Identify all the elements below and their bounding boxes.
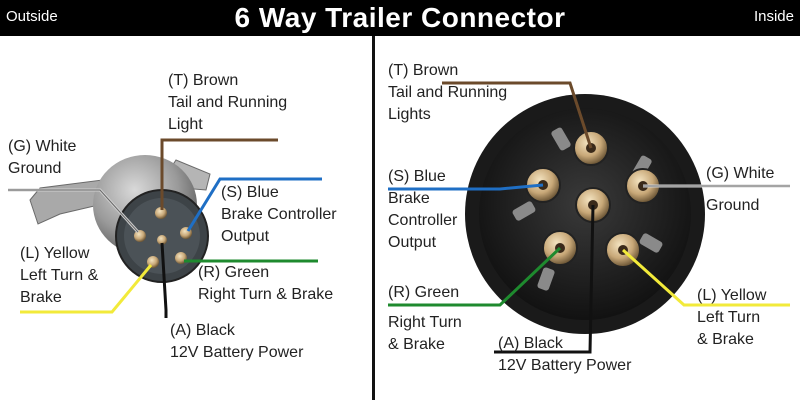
plug-pin-a (157, 235, 167, 245)
label-line: (G) White (706, 165, 775, 182)
outside-label: Outside (6, 8, 58, 25)
label-line: 12V Battery Power (170, 344, 304, 361)
label-line: (L) Yellow (20, 245, 90, 262)
label-line: Left Turn (697, 309, 761, 326)
label-line: 12V Battery Power (498, 357, 632, 374)
inside-label-green: (R) Green Right Turn & Brake (388, 282, 462, 356)
label-line: Ground (706, 197, 760, 214)
label-line: Left Turn & (20, 267, 99, 284)
label-line: (A) Black (498, 335, 563, 352)
socket-screw (639, 233, 663, 253)
diagram-title: 6 Way Trailer Connector (234, 2, 566, 33)
outside-label-brown: (T) Brown Tail and Running Light (168, 70, 287, 136)
outside-label-black: (A) Black 12V Battery Power (170, 320, 303, 364)
inside-wire-blue (388, 183, 544, 191)
label-line: Right Turn (388, 314, 462, 331)
socket-screw (537, 267, 555, 291)
label-line: Lights (388, 106, 431, 123)
outside-wire-blue (186, 177, 322, 232)
inside-wire-yellow (621, 248, 790, 307)
outside-wire-white-edge (8, 189, 139, 233)
label-line: (R) Green (198, 264, 270, 281)
label-line: (L) Yellow (697, 287, 767, 304)
inside-label: Inside (753, 8, 794, 25)
outside-label-yellow: (L) Yellow Left Turn & Brake (20, 243, 98, 309)
inside-wire-black (494, 204, 595, 354)
plug-pin-t (155, 207, 167, 219)
outside-wire-yellow (20, 264, 153, 314)
label-line: Brake Controller (221, 206, 337, 223)
label-line: (S) Blue (388, 168, 446, 185)
label-line: Light (168, 116, 203, 133)
inside-label-blue: (S) Blue Brake Controller Output (388, 166, 457, 254)
outside-label-green: (R) Green Right Turn & Brake (198, 262, 333, 306)
outside-label-blue: (S) Blue Brake Controller Output (221, 182, 337, 248)
label-line: Output (388, 234, 437, 251)
label-line: Brake (388, 190, 430, 207)
label-line: Output (221, 228, 270, 245)
label-line: & Brake (697, 331, 754, 348)
label-line: Tail and Running (388, 84, 508, 101)
inside-socket (465, 94, 705, 334)
label-line: (G) White (8, 138, 77, 155)
label-line: (R) Green (388, 284, 460, 301)
inside-label-black: (A) Black 12V Battery Power (498, 333, 631, 377)
outside-wire-black (160, 242, 168, 318)
label-line: Tail and Running (168, 94, 288, 111)
inside-wire-green (388, 246, 562, 307)
inside-label-brown: (T) Brown Tail and Running Lights (388, 60, 507, 126)
label-line: Brake (20, 289, 62, 306)
inside-label-yellow: (L) Yellow Left Turn & Brake (697, 285, 766, 351)
label-line: Right Turn & Brake (198, 286, 334, 303)
plug-pin-g (134, 230, 146, 242)
socket-screw (551, 127, 571, 151)
inside-wire-brown (442, 81, 593, 149)
socket-screw (512, 201, 536, 221)
label-line: Ground (8, 160, 62, 177)
label-line: (T) Brown (168, 72, 239, 89)
inside-label-white: (G) White Ground (706, 163, 774, 217)
header-bar: Outside 6 Way Trailer Connector Inside (0, 0, 800, 36)
outside-wire-brown (160, 138, 278, 210)
outside-label-white: (G) White Ground (8, 136, 76, 180)
label-line: & Brake (388, 336, 445, 353)
label-line: (S) Blue (221, 184, 279, 201)
label-line: Controller (388, 212, 458, 229)
label-line: (A) Black (170, 322, 235, 339)
center-divider (372, 36, 375, 400)
label-line: (T) Brown (388, 62, 459, 79)
